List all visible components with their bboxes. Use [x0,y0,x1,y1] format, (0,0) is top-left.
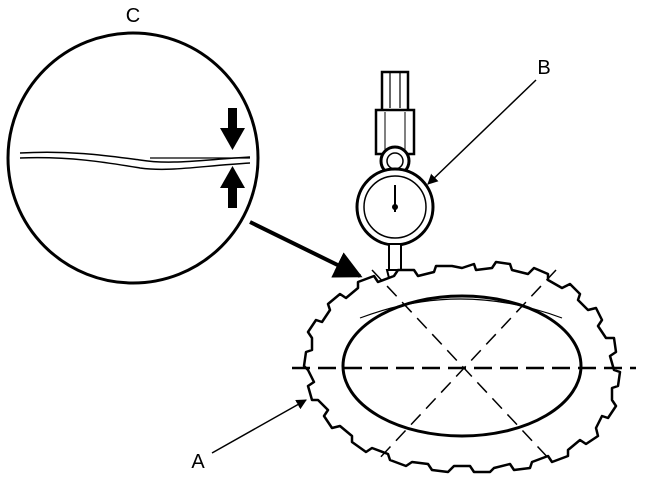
dial-indicator [355,70,435,294]
detail-view-c [6,31,260,285]
label-c: C [126,5,140,27]
detail-pointer-arrow [249,220,363,278]
label-a: A [191,451,205,473]
pointer-a [211,399,307,454]
label-b: B [537,57,550,79]
clearance-arrow-up [220,166,245,208]
clearance-arrow-down [220,108,245,150]
clutch-plate [292,260,636,474]
warp-line-upper [19,151,251,163]
pointer-b [427,79,537,185]
detail-circle [6,31,260,285]
plate-inner-bevel [359,298,563,319]
warp-line-lower [19,156,251,171]
plate-inner-edge [341,294,583,438]
